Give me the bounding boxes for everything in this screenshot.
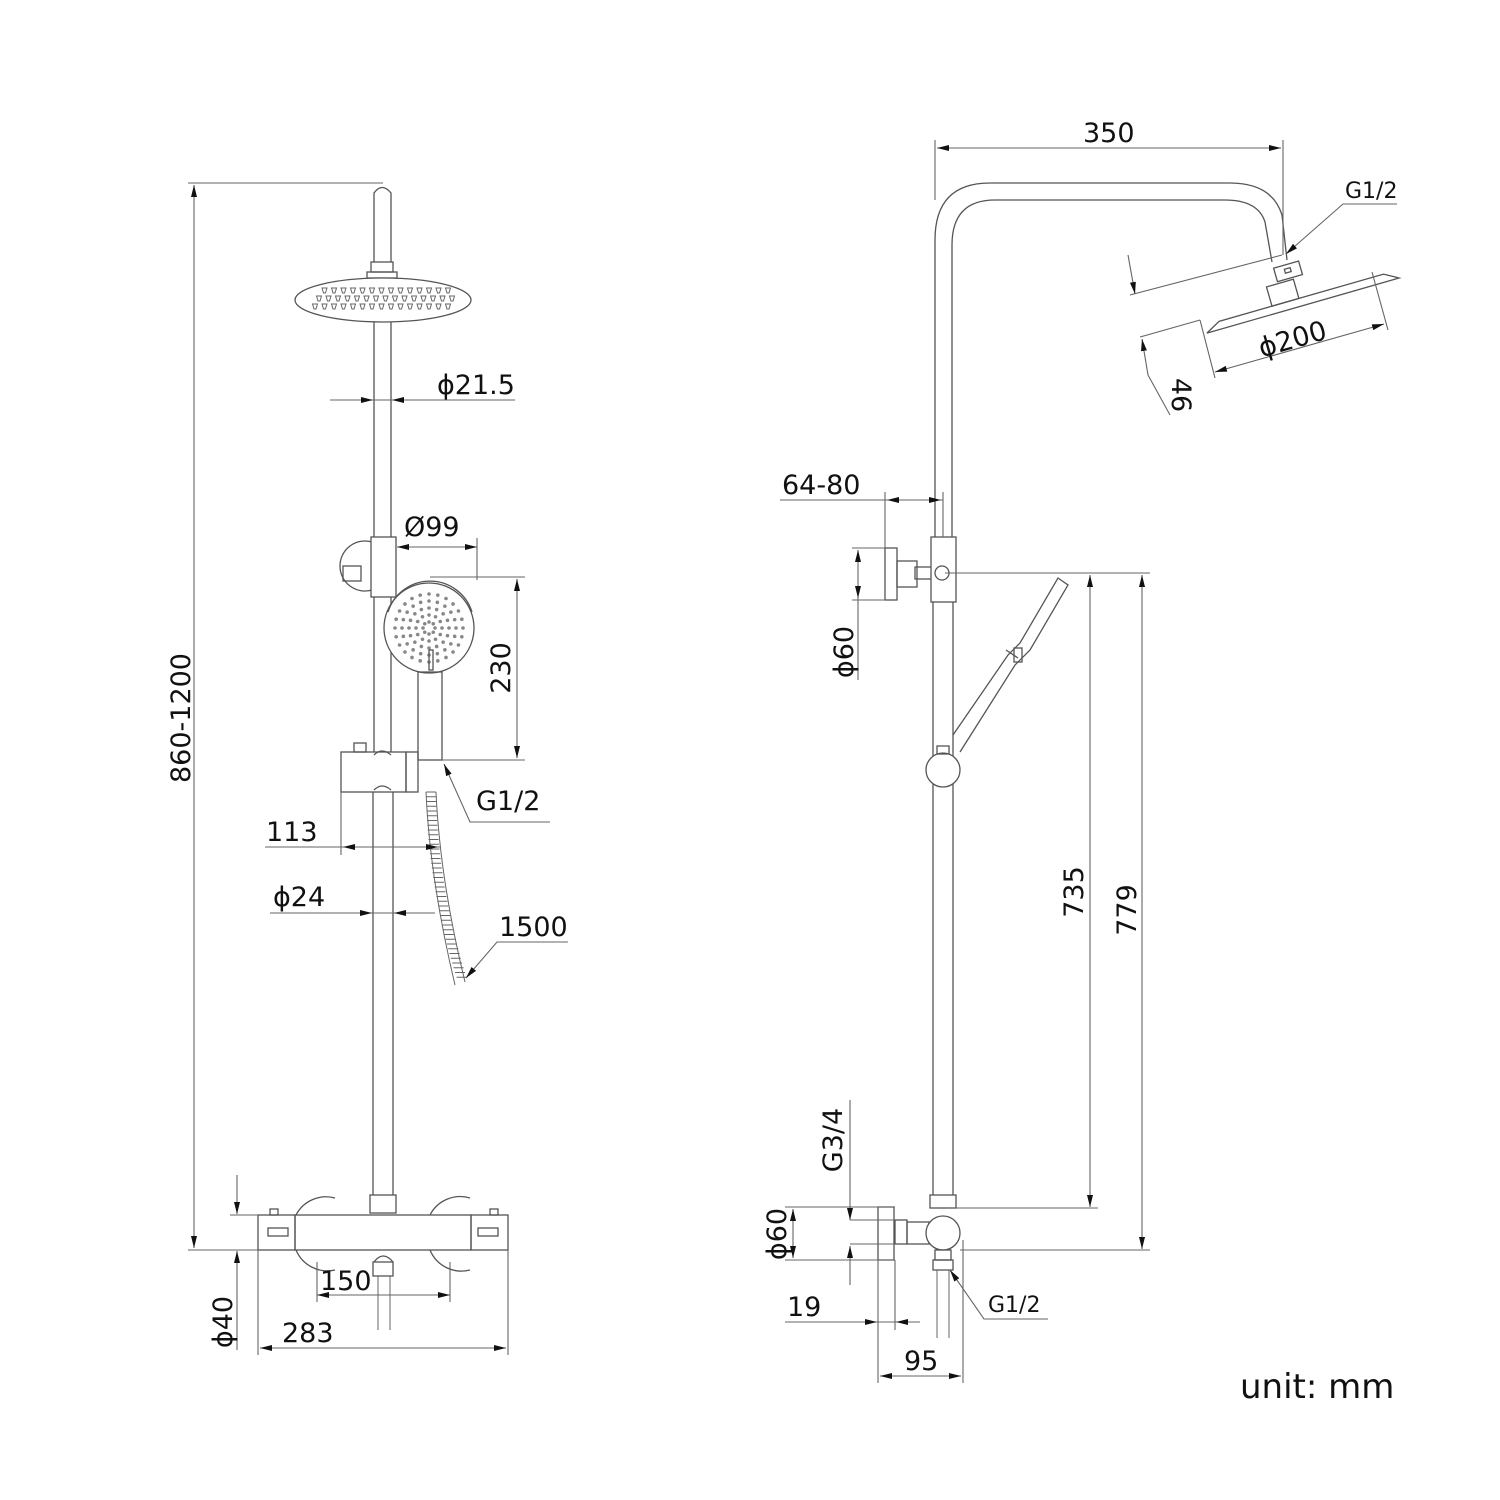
side-view: 350 G1/2 ϕ200 46 xyxy=(762,118,1402,1383)
overhead-arm xyxy=(366,186,398,279)
label-valve-width: 283 xyxy=(282,1318,334,1349)
dim-head-thickness: 46 xyxy=(1127,254,1283,416)
label-holder-offset: 113 xyxy=(266,817,318,848)
dim-valve-centers: 150 xyxy=(316,1262,451,1302)
dim-valve-projection: 95 xyxy=(880,1240,964,1383)
label-holder-height: 735 xyxy=(1059,866,1090,918)
dim-hand-shower-length: 230 xyxy=(430,576,525,761)
dim-hand-shower-diameter: Ø99 xyxy=(397,512,478,580)
dim-overall-height: 860-1200 xyxy=(166,182,383,1251)
label-bracket-height: 779 xyxy=(1112,884,1143,936)
label-hand-shower-length: 230 xyxy=(486,642,517,694)
label-pipe-lower-diameter: ϕ24 xyxy=(273,882,325,913)
dim-inlet-flange-diameter: ϕ60 xyxy=(762,1206,895,1261)
label-arm-reach: 350 xyxy=(1083,118,1135,149)
overhead-arm-side xyxy=(934,182,1288,540)
label-flange-depth: 19 xyxy=(787,1292,821,1323)
dim-heights: 735 779 xyxy=(945,572,1150,1251)
unit-label: unit: mm xyxy=(1240,1367,1394,1407)
dim-valve-body-diameter: ϕ40 xyxy=(208,1175,258,1350)
label-inlet-thread: G3/4 xyxy=(818,1108,849,1172)
label-wall-bracket-offset: 64-80 xyxy=(782,470,860,501)
label-valve-centers: 150 xyxy=(320,1266,372,1297)
hand-shower-side xyxy=(925,577,1069,788)
nozzle-pattern xyxy=(311,287,456,310)
label-head-diameter: ϕ200 xyxy=(1255,315,1330,364)
dim-pipe-upper-diameter: ϕ21.5 xyxy=(330,370,515,403)
rain-shower-head xyxy=(294,277,472,323)
dim-hose-length: 1500 xyxy=(465,912,568,979)
main-pipe-side xyxy=(932,602,954,1195)
wall-bracket-upper xyxy=(884,536,957,603)
label-wall-bracket-diameter: ϕ60 xyxy=(829,626,860,678)
label-valve-body-diameter: ϕ40 xyxy=(208,1296,239,1348)
label-hose-connection: G1/2 xyxy=(476,786,540,817)
label-hose-length: 1500 xyxy=(499,912,568,943)
hand-shower-nozzles xyxy=(393,592,465,664)
shower-hose xyxy=(425,791,467,986)
dim-pipe-lower-diameter: ϕ24 xyxy=(270,882,435,916)
label-head-thickness: 46 xyxy=(1165,378,1196,412)
dim-wall-bracket-diameter: ϕ60 xyxy=(829,547,885,680)
hand-shower-holder xyxy=(340,742,419,793)
dim-hose-connection: G1/2 xyxy=(443,763,550,823)
dim-arm-reach: 350 xyxy=(934,118,1284,255)
front-view: 860-1200 ϕ21.5 Ø99 230 G1/2 xyxy=(166,182,568,1355)
label-hand-shower-diameter: Ø99 xyxy=(404,512,460,543)
label-inlet-flange-diameter: ϕ60 xyxy=(762,1208,793,1260)
label-valve-projection: 95 xyxy=(904,1346,938,1377)
dim-head-diameter: ϕ200 xyxy=(1199,271,1389,379)
dim-inlet-thread: G3/4 xyxy=(818,1100,895,1285)
hand-shower xyxy=(383,580,475,761)
label-head-connection: G1/2 xyxy=(1345,179,1397,204)
slide-bracket xyxy=(339,536,397,598)
thermostatic-valve xyxy=(257,1195,509,1330)
label-pipe-upper-diameter: ϕ21.5 xyxy=(437,370,515,401)
dim-outlet-connection: G1/2 xyxy=(949,1269,1048,1320)
dim-flange-depth: 19 xyxy=(785,1260,920,1383)
lower-pipe xyxy=(369,792,397,1214)
dim-wall-bracket-offset: 64-80 xyxy=(780,470,944,548)
dim-head-connection: G1/2 xyxy=(1285,179,1397,255)
rain-shower-head-side xyxy=(1206,260,1402,334)
label-outlet-connection: G1/2 xyxy=(988,1293,1040,1318)
dim-holder-offset: 113 xyxy=(265,792,441,855)
valve-side xyxy=(877,1194,961,1338)
label-overall-height: 860-1200 xyxy=(166,653,197,783)
dim-valve-width: 283 xyxy=(257,1250,509,1355)
